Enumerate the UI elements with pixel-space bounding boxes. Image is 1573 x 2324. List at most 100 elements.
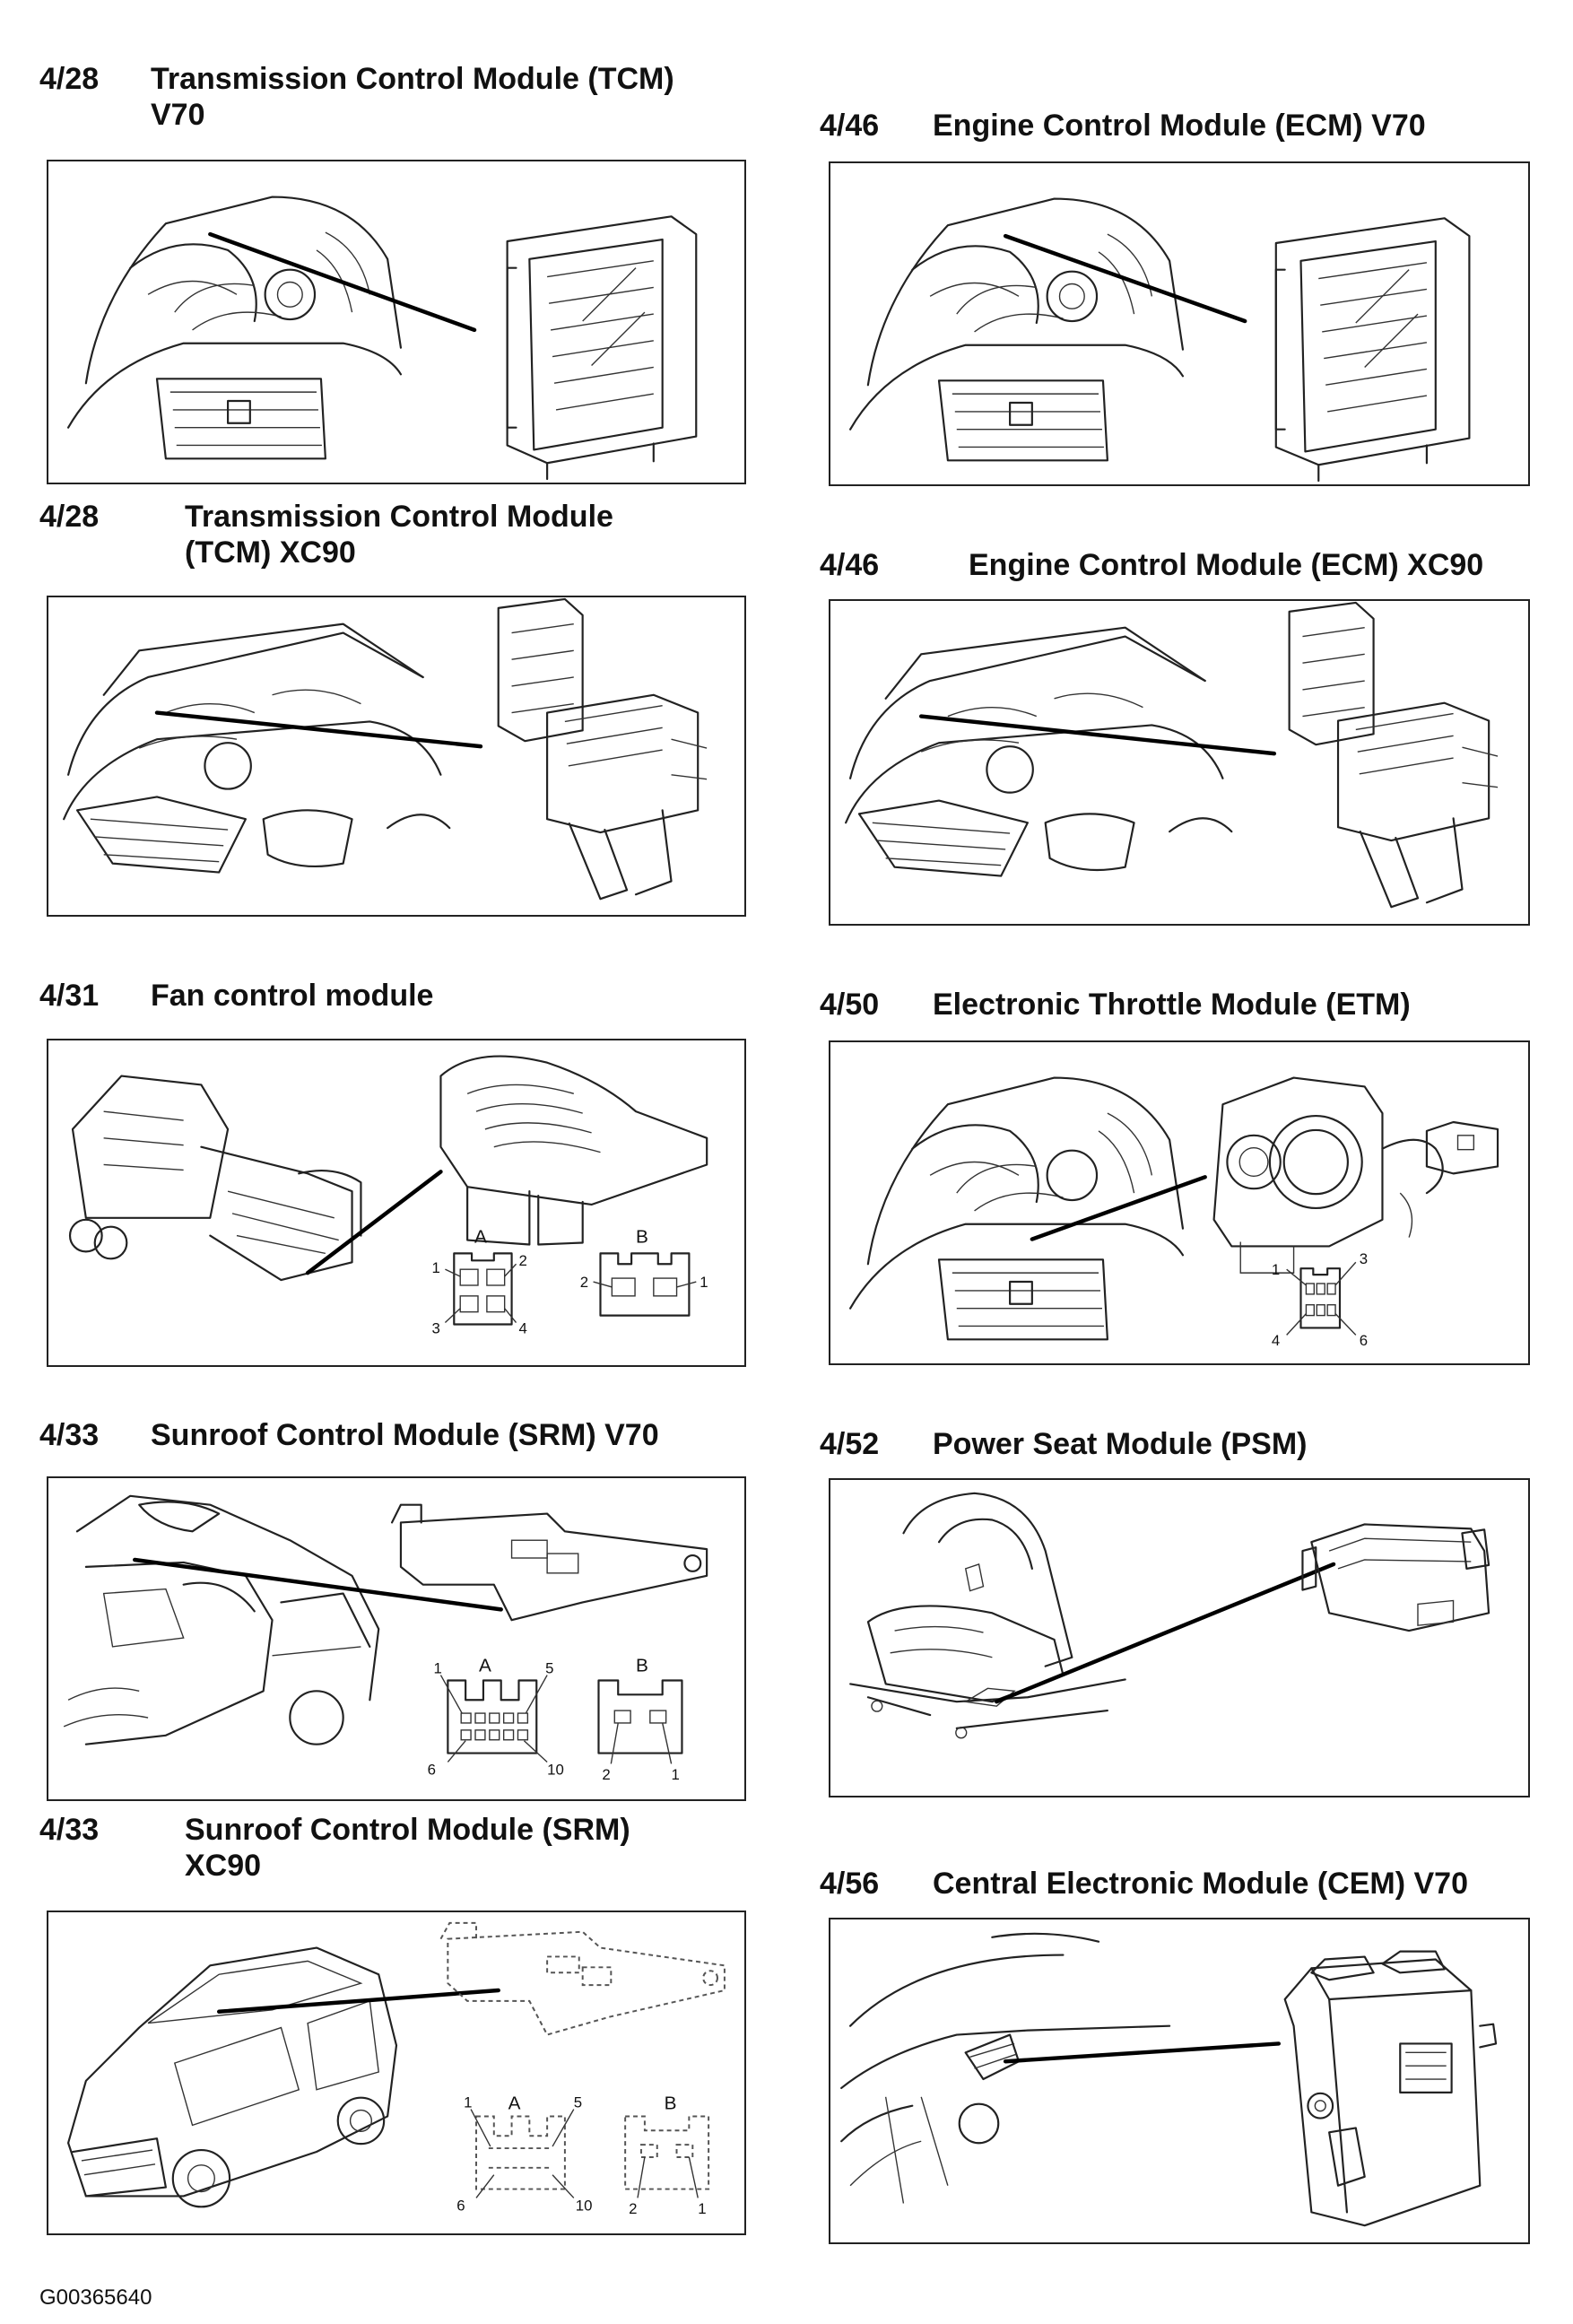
entry-code: 4/46 <box>820 548 880 582</box>
pin-label: 6 <box>456 2197 465 2214</box>
pin-label: 2 <box>580 1274 588 1291</box>
seat-illustration <box>849 1492 1126 1739</box>
car-front-illustration <box>849 1076 1185 1341</box>
pin-label: 1 <box>698 2200 706 2217</box>
connector-b: B 2 1 <box>624 2093 710 2217</box>
etm-illustration: 1 3 4 6 <box>849 1076 1499 1349</box>
leader-line <box>1030 1175 1207 1241</box>
pin-label: 2 <box>629 2200 637 2217</box>
diagram-srm-xc90: A 1 5 6 10 B 2 1 <box>47 1911 746 2235</box>
connector-b-label: B <box>636 1656 648 1676</box>
leader-line <box>918 714 1277 756</box>
cem-module-illustration <box>1283 1950 1498 2227</box>
connector-a-label: A <box>479 1656 491 1676</box>
pin-label: 3 <box>1360 1250 1368 1267</box>
leader-line <box>995 1562 1336 1704</box>
entry-code: 4/33 <box>39 1418 100 1452</box>
figure-id: G00365640 <box>39 2285 152 2310</box>
pin-label: 6 <box>1360 1332 1368 1349</box>
tcm-xc90-illustration <box>63 597 708 901</box>
connector-a: A 1 2 3 4 <box>432 1227 527 1337</box>
pin-label: 2 <box>518 1252 526 1269</box>
pin-label: 4 <box>1272 1332 1280 1349</box>
diagram-etm: 1 3 4 6 <box>829 1040 1530 1365</box>
connector-a: A 1 5 6 10 <box>456 2093 592 2215</box>
srm-v70-illustration: A 1 5 6 10 B 2 <box>63 1494 708 1783</box>
ecm-module-illustration <box>1274 217 1471 483</box>
entry-code: 4/56 <box>820 1867 880 1901</box>
dashboard-illustration <box>840 1932 1171 2204</box>
psm-illustration <box>849 1492 1490 1739</box>
entry-title: Sunroof Control Module (SRM) XC90 <box>185 1813 630 1883</box>
connector-etm: 1 3 4 6 <box>1272 1250 1368 1349</box>
leader-line <box>216 1988 500 2014</box>
diagram-srm-v70: A 1 5 6 10 B 2 <box>47 1476 746 1801</box>
connector-a-label: A <box>474 1227 487 1248</box>
leader-line <box>133 1557 503 1612</box>
car-front-illustration <box>845 626 1233 877</box>
entry-code: 4/50 <box>820 988 880 1022</box>
psm-module-illustration <box>1301 1523 1490 1632</box>
entry-title: Engine Control Module (ECM) V70 <box>933 109 1426 143</box>
leader-line <box>208 231 477 333</box>
connector-b: B 2 1 <box>597 1656 683 1783</box>
entry-code: 4/33 <box>39 1813 100 1847</box>
entry-title: Transmission Control Module (TCM) V70 <box>151 62 674 132</box>
leader-line <box>1003 2041 1281 2064</box>
pin-label: 4 <box>518 1319 526 1336</box>
pin-label: 3 <box>432 1319 440 1336</box>
pin-label: 1 <box>700 1274 708 1291</box>
entry-code: 4/28 <box>39 500 100 534</box>
car-front-illustration <box>849 197 1185 462</box>
tcm-module-illustration <box>506 215 698 481</box>
pin-label: 10 <box>576 2197 593 2214</box>
diagram-ecm-v70 <box>829 161 1530 486</box>
entry-code: 4/31 <box>39 979 100 1013</box>
ecm-xc90-illustration <box>845 601 1499 909</box>
entry-title: Transmission Control Module (TCM) XC90 <box>185 500 613 570</box>
car-3q-illustration <box>67 1946 398 2208</box>
srm-module-illustration <box>390 1503 708 1622</box>
car-front-illustration <box>67 196 403 460</box>
leader-line <box>154 710 483 749</box>
entry-title: Central Electronic Module (CEM) V70 <box>933 1867 1468 1901</box>
entry-title: Sunroof Control Module (SRM) V70 <box>151 1418 659 1452</box>
entry-code: 4/52 <box>820 1427 880 1461</box>
throttle-body-illustration <box>1212 1076 1499 1274</box>
diagram-ecm-xc90 <box>829 599 1530 926</box>
diagram-tcm-v70 <box>47 160 746 484</box>
pin-label: 10 <box>547 1761 564 1778</box>
ecm-module-illustration <box>1288 601 1499 909</box>
pin-label: 1 <box>1272 1261 1280 1278</box>
fan-module-illustration <box>439 1055 708 1246</box>
diagram-cem-v70 <box>829 1918 1530 2244</box>
ecm-v70-illustration <box>849 197 1471 483</box>
pin-label: 1 <box>434 1660 442 1677</box>
leader-line <box>1003 233 1247 324</box>
connector-b-label: B <box>636 1227 648 1248</box>
pin-label: 6 <box>428 1761 436 1778</box>
car-front-illustration <box>63 622 451 874</box>
connector-b: B 2 1 <box>580 1227 708 1317</box>
pin-label: 5 <box>574 2094 582 2111</box>
entry-title: Engine Control Module (ECM) XC90 <box>969 548 1484 582</box>
srm-module-illustration <box>439 1921 726 2036</box>
connector-a-label: A <box>508 2093 521 2114</box>
leader-line <box>305 1170 443 1275</box>
entry-title: Electronic Throttle Module (ETM) <box>933 988 1411 1022</box>
connector-b-label: B <box>665 2093 677 2114</box>
diagram-tcm-xc90 <box>47 596 746 917</box>
connector-a: A 1 5 6 10 <box>428 1656 564 1779</box>
pin-label: 1 <box>432 1259 440 1276</box>
entry-code: 4/28 <box>39 62 100 96</box>
fan-control-illustration: A 1 2 3 4 B 2 1 <box>68 1055 708 1337</box>
hvac-unit-illustration <box>68 1075 362 1282</box>
entry-title: Power Seat Module (PSM) <box>933 1427 1308 1461</box>
tcm-v70-illustration <box>67 196 698 481</box>
diagram-psm <box>829 1478 1530 1797</box>
car-side-illustration <box>63 1494 380 1745</box>
srm-xc90-illustration: A 1 5 6 10 B 2 1 <box>67 1921 726 2217</box>
tcm-module-illustration <box>497 597 708 901</box>
cem-v70-illustration <box>840 1932 1498 2227</box>
entry-title: Fan control module <box>151 979 434 1013</box>
